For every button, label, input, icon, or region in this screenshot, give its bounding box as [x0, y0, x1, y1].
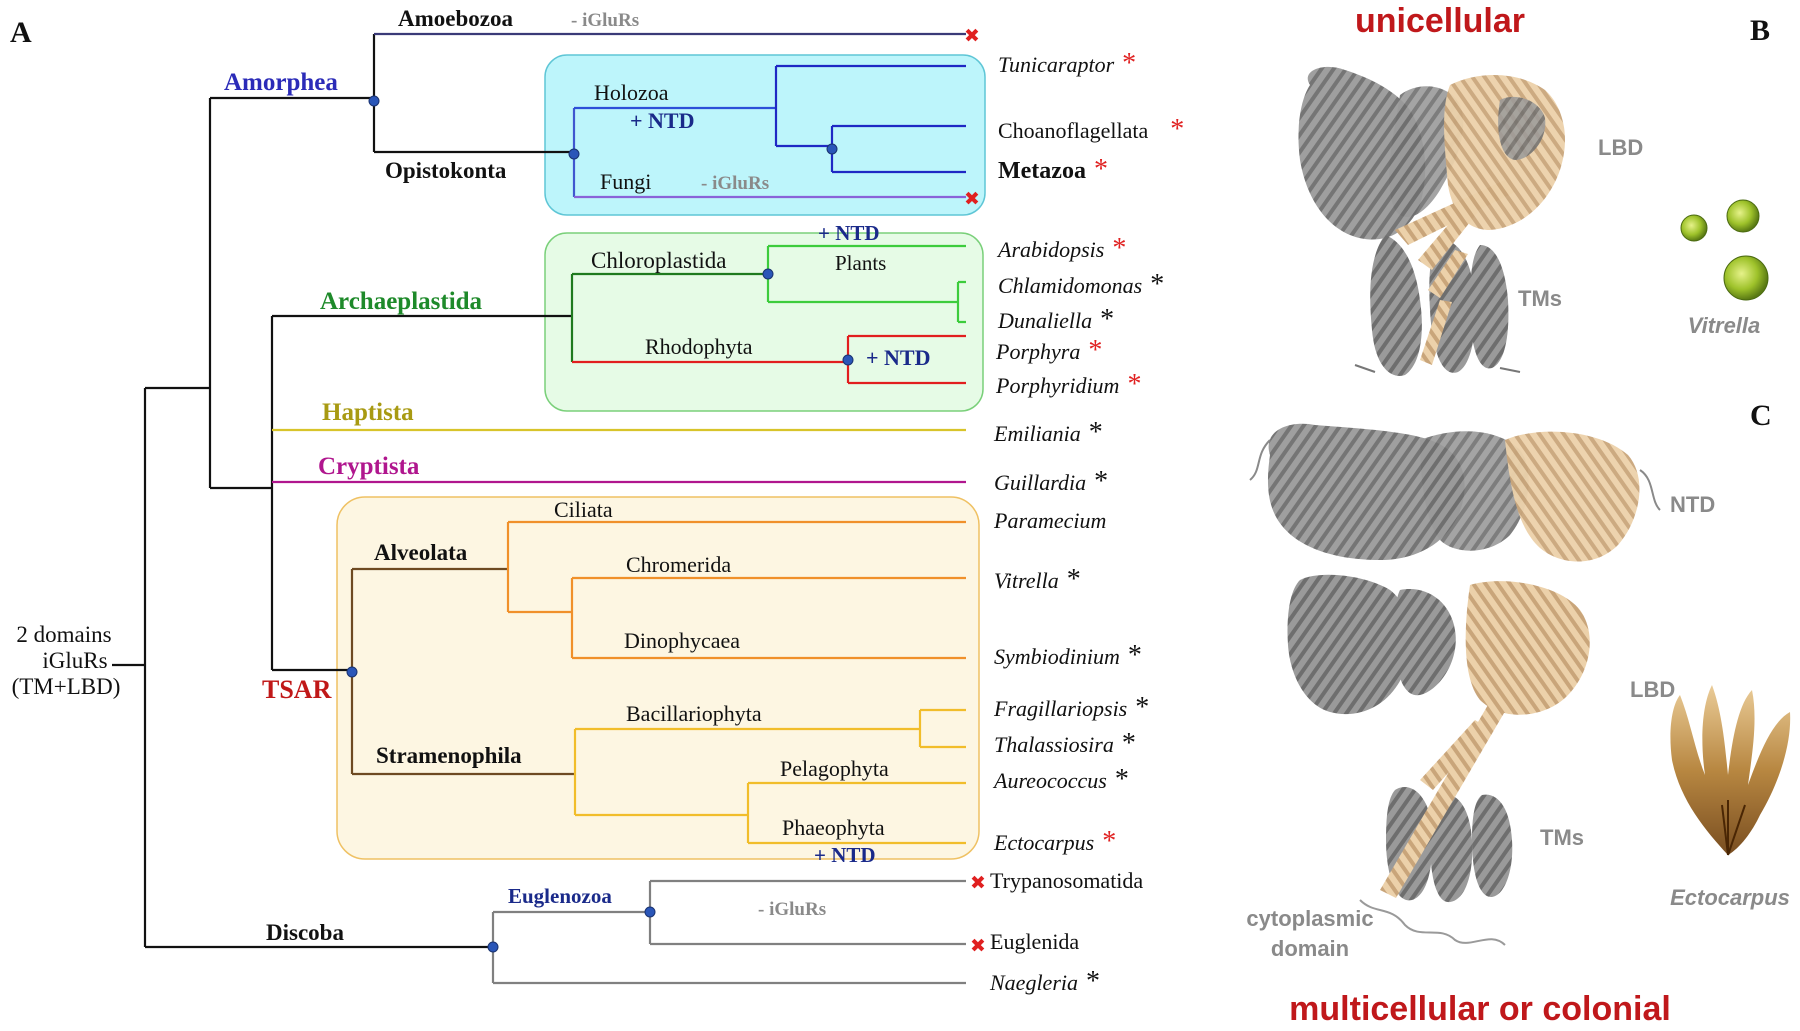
taxon-symbiodinium: Symbiodinium*	[994, 640, 1142, 671]
clade-label-alveolata: Alveolata	[374, 540, 468, 565]
clade-label-ciliata: Ciliata	[554, 497, 613, 522]
root-label-line3: (TM+LBD)	[12, 674, 121, 699]
label-ectocarpus: Ectocarpus	[1670, 885, 1790, 910]
label-ntd-c: NTD	[1670, 492, 1715, 517]
opistokonta-box	[544, 54, 986, 216]
loss-cross-trypanosomatida: ✖	[970, 873, 986, 894]
taxon-vitrella: Vitrella*	[994, 564, 1081, 595]
loss-cross-euglenida: ✖	[970, 936, 986, 957]
iglur-loss-amoebozoa: - iGluRs	[571, 10, 639, 31]
clade-label-dinophycaea: Dinophycaea	[624, 628, 740, 653]
label-tms-c: TMs	[1540, 825, 1584, 850]
taxon-euglenida: Euglenida	[990, 929, 1079, 954]
heading-unicellular: unicellular	[1355, 2, 1525, 40]
clade-label-archaeplastida: Archaeplastida	[320, 288, 483, 315]
structure-c-illustration	[1249, 423, 1661, 946]
taxon-aureococcus: Aureococcus*	[992, 764, 1129, 795]
archaeplastida-box	[544, 232, 984, 412]
clade-label-tsar: TSAR	[262, 675, 332, 704]
vitrella-illustration	[1680, 199, 1769, 301]
ectocarpus-illustration	[1670, 685, 1791, 856]
structure-b-illustration	[1298, 66, 1565, 376]
clade-label-stramenophila: Stramenophila	[376, 743, 522, 768]
taxon-paramecium: Paramecium	[993, 508, 1106, 533]
clade-label-pelagophyta: Pelagophyta	[780, 756, 889, 781]
label-lbd-b: LBD	[1598, 135, 1643, 160]
clade-label-holozoa: Holozoa	[594, 80, 669, 105]
taxon-emiliania: Emiliania*	[993, 417, 1103, 448]
label-cytoplasmic-line1: cytoplasmic	[1246, 906, 1373, 931]
clade-label-cryptista: Cryptista	[318, 453, 420, 480]
clade-label-haptista: Haptista	[322, 399, 414, 426]
loss-cross-fungi: ✖	[964, 189, 980, 210]
taxon-arabidopsis: Arabidopsis*	[996, 233, 1126, 264]
taxon-tunicaraptor: Tunicaraptor*	[998, 48, 1136, 79]
root-label-line2: iGluRs	[42, 648, 107, 673]
clade-label-bacillariophyta: Bacillariophyta	[626, 701, 762, 726]
taxon-guillardia: Guillardia*	[994, 466, 1108, 497]
taxon-thalassiosira: Thalassiosira*	[994, 728, 1136, 759]
loss-cross-amoebozoa: ✖	[964, 26, 980, 47]
clade-label-chloroplastida: Chloroplastida	[591, 248, 726, 273]
clade-label-discoba: Discoba	[266, 920, 344, 945]
label-tms-b: TMs	[1518, 286, 1562, 311]
clade-label-amoebozoa: Amoebozoa	[398, 6, 513, 31]
tree-nodes	[346, 95, 854, 953]
taxon-ectocarpus: Ectocarpus*	[993, 826, 1116, 857]
clade-label-amorphea: Amorphea	[224, 69, 338, 96]
panel-letter-b: B	[1750, 14, 1770, 47]
heading-multicellular: multicellular or colonial	[1289, 990, 1671, 1026]
iglur-loss-euglenozoa: - iGluRs	[758, 899, 826, 920]
clade-label-opistokonta: Opistokonta	[385, 158, 507, 183]
ntd-gain-rhodophyta: + NTD	[866, 345, 931, 370]
taxon-porphyridium: Porphyridium*	[995, 369, 1141, 400]
panel-letter-a: A	[10, 16, 32, 49]
taxon-choanoflagellata: Choanoflagellata*	[998, 114, 1184, 145]
taxon-chlamydomonas: Chlamidomonas*	[998, 269, 1164, 300]
iglur-loss-fungi: - iGluRs	[701, 173, 769, 194]
clade-label-fungi: Fungi	[600, 169, 651, 194]
label-lbd-c: LBD	[1630, 677, 1675, 702]
tsar-box	[336, 496, 980, 860]
taxa-labels: Tunicaraptor* Choanoflagellata* Metazoa*…	[989, 48, 1184, 997]
clade-label-rhodophyta: Rhodophyta	[645, 334, 753, 359]
taxon-metazoa: Metazoa*	[998, 154, 1108, 185]
clade-label-phaeophyta: Phaeophyta	[782, 815, 885, 840]
ntd-gain-plants: + NTD	[818, 221, 880, 245]
root-label-line1: 2 domains	[16, 622, 111, 647]
panel-letter-c: C	[1750, 399, 1772, 432]
clade-label-euglenozoa: Euglenozoa	[508, 884, 612, 908]
label-cytoplasmic-line2: domain	[1271, 936, 1349, 961]
ntd-gain-holozoa: + NTD	[630, 108, 695, 133]
clade-label-chromerida: Chromerida	[626, 552, 731, 577]
taxon-naegleria: Naegleria*	[989, 966, 1100, 997]
label-vitrella: Vitrella	[1688, 313, 1761, 338]
taxon-trypanosomatida: Trypanosomatida	[990, 868, 1143, 893]
ntd-gain-phaeophyta: + NTD	[814, 843, 876, 867]
clade-label-plants: Plants	[835, 251, 886, 275]
taxon-dunaliella: Dunaliella*	[997, 304, 1114, 335]
taxon-porphyra: Porphyra*	[995, 335, 1102, 366]
taxon-fragillariopsis: Fragillariopsis*	[993, 692, 1149, 723]
